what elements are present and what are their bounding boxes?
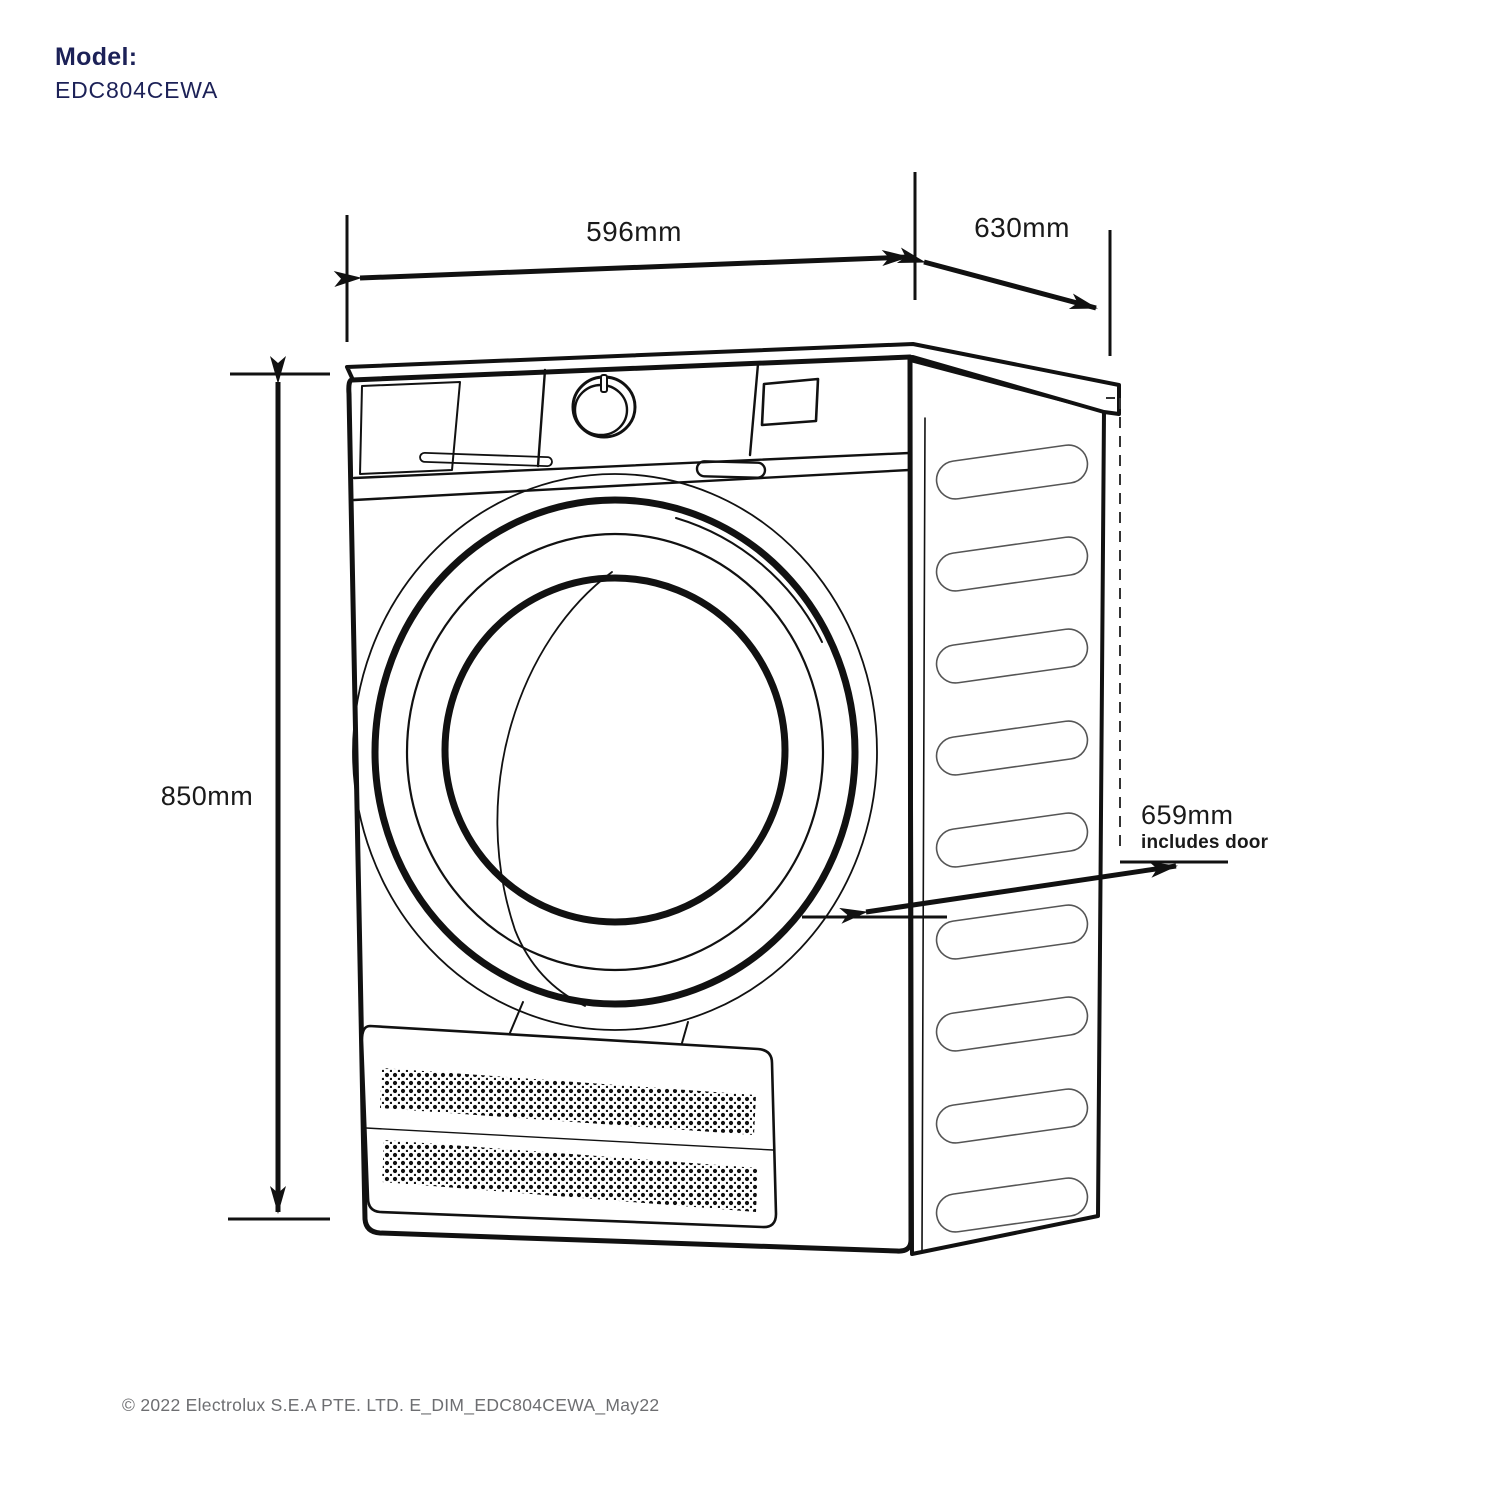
rear-plane-guides [1106, 397, 1121, 852]
side-vent-slot [935, 812, 1089, 868]
door-assembly [352, 473, 878, 1065]
depth-dimension-label: 630mm [974, 212, 1070, 243]
side-vent-slot [935, 1177, 1089, 1233]
control-panel-bottom-seam [352, 451, 911, 480]
kick-panel [360, 1024, 778, 1229]
model-number: EDC804CEWA [55, 77, 219, 104]
panel-divider-right [748, 362, 760, 457]
side-vent-slot [935, 1088, 1089, 1144]
model-label: Model: [55, 43, 138, 71]
width-dimension-label: 596mm [586, 216, 682, 247]
copyright-line: © 2022 Electrolux S.E.A PTE. LTD. E_DIM_… [122, 1395, 660, 1415]
door-depth-note: includes door [1141, 832, 1269, 853]
depth-arrow [896, 247, 1098, 311]
lint-drawer-groove [419, 451, 553, 468]
door-depth-arrow [839, 861, 1178, 924]
side-vent-slots [935, 444, 1089, 1233]
side-vent-slot [935, 996, 1089, 1052]
height-dimension-label: 850mm [160, 781, 254, 811]
depth-dimension [896, 230, 1112, 356]
side-vent-slot [935, 628, 1089, 684]
vent-perforation-band-upper [380, 1068, 756, 1135]
program-knob [571, 374, 637, 439]
door-depth-dimension-label: 659mm includes door [1141, 800, 1268, 854]
door-handle-recess [695, 460, 767, 479]
drum-opening [441, 574, 789, 926]
panel-divider-left [536, 368, 547, 468]
glass-reflection-line [496, 571, 613, 1007]
kick-panel-seam [365, 1127, 774, 1151]
side-vent-slot [935, 720, 1089, 776]
door-depth-dimension [802, 860, 1228, 924]
dryer-side-panel [908, 358, 1106, 1256]
side-vent-slot [935, 444, 1089, 500]
door-frame-ring [371, 496, 859, 1008]
side-vent-slot [935, 536, 1089, 592]
door-depth-value: 659mm [1141, 800, 1234, 830]
knob-pointer [600, 374, 608, 393]
display-window [760, 377, 820, 427]
height-dimension [228, 356, 330, 1221]
side-panel-edge-line [921, 417, 926, 1251]
panel-left-recess [359, 381, 461, 475]
door-outer-rim [352, 473, 878, 1031]
width-arrow [333, 250, 910, 287]
vent-perforation-band-lower [382, 1140, 758, 1212]
door-glass-rim [405, 532, 825, 972]
door-reflection-arc [675, 517, 823, 643]
dryer-front-panel [346, 354, 914, 1254]
model-block: Model: EDC804CEWA [55, 42, 218, 105]
front-panel-seam [352, 468, 911, 502]
width-dimension [333, 172, 917, 342]
